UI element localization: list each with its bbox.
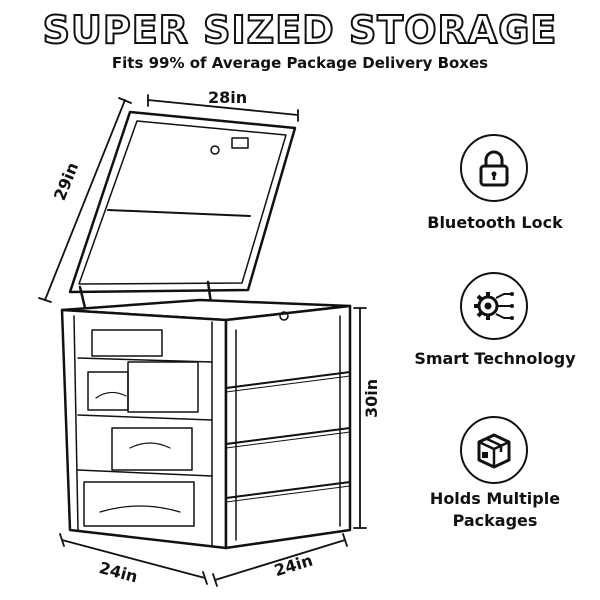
- package-box-icon: [460, 416, 528, 484]
- feature-label-holds-multiple-packages: Holds Multiple Packages: [429, 489, 561, 530]
- dimension-label-height: 30in: [362, 378, 381, 418]
- gear-circuit-icon: [460, 272, 528, 340]
- storage-box-lid: [68, 110, 297, 294]
- lock-icon: [460, 134, 528, 202]
- dimension-lines: [38, 94, 367, 587]
- storage-box-side-face: [224, 304, 352, 550]
- storage-box-front-face: [60, 308, 228, 550]
- page-title: SUPER SIZED STORAGE: [42, 7, 558, 53]
- dimension-label-lid-width: 28in: [208, 88, 248, 107]
- page-subtitle: Fits 99% of Average Package Delivery Box…: [111, 54, 489, 72]
- feature-label-bluetooth-lock: Bluetooth Lock: [427, 213, 563, 232]
- feature-label-smart-technology: Smart Technology: [414, 349, 576, 368]
